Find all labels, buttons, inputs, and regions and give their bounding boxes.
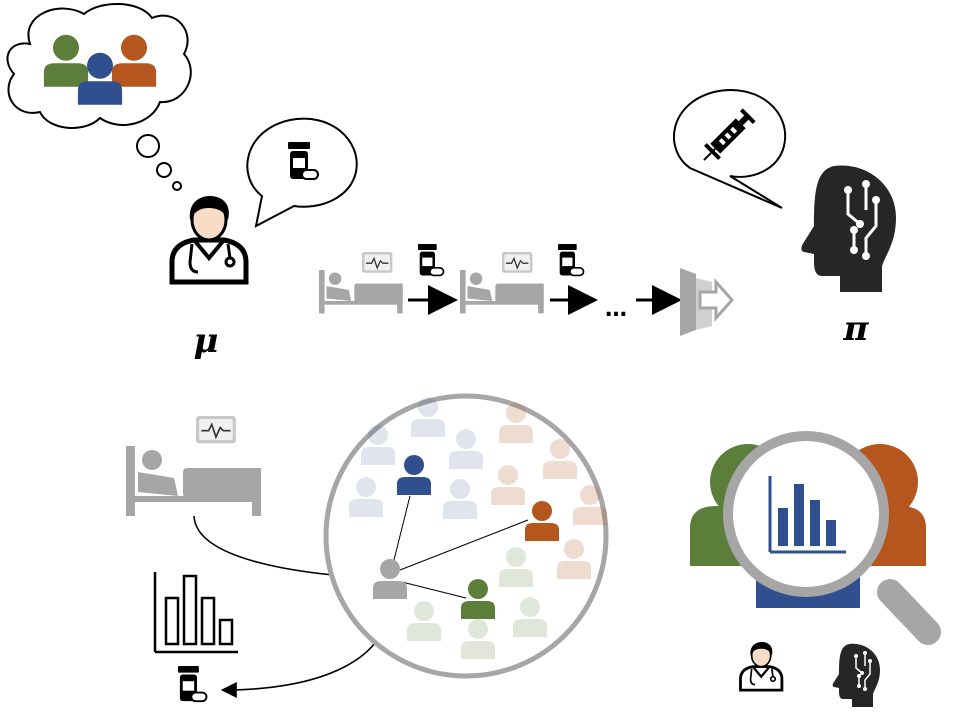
heart-monitor-icon (361, 251, 394, 274)
bar-chart-icon (153, 572, 238, 654)
doctor-icon (739, 640, 784, 692)
exit-door-icon (680, 268, 735, 336)
neighbor-links (391, 495, 529, 599)
agent-speech-bubble (672, 89, 787, 209)
hospital-bed-icon (319, 270, 403, 314)
clinician-policy-label: μ (194, 321, 219, 361)
heart-monitor-icon (195, 415, 237, 445)
ai-brain-icon (831, 643, 881, 708)
agent-policy-label: π (843, 309, 870, 349)
bar-chart-icon (768, 476, 846, 554)
syringe-icon (703, 108, 756, 161)
pill-bottle-icon (417, 243, 445, 277)
pill-bottle-icon (557, 243, 585, 277)
doctor-icon (172, 196, 246, 282)
ellipsis-label: … (605, 297, 627, 322)
hospital-bed-icon (126, 446, 261, 516)
hospital-bed-icon (460, 270, 544, 314)
heart-monitor-icon (501, 251, 534, 274)
pill-bottle-icon (177, 665, 208, 703)
ai-brain-icon (799, 164, 898, 294)
